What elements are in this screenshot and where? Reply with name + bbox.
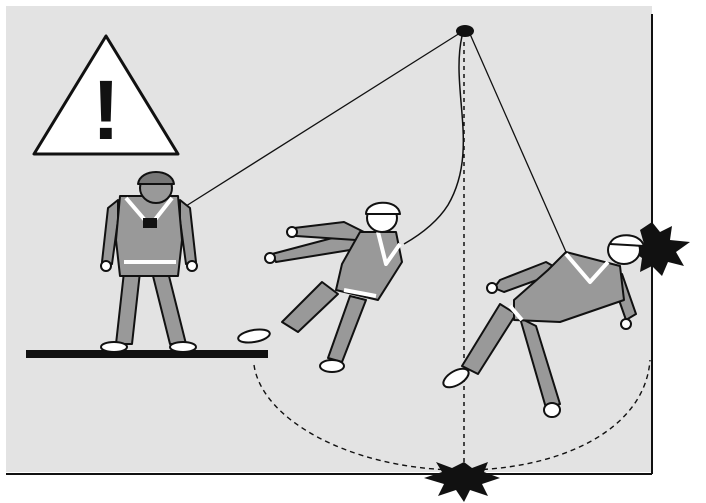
anchor-point-icon [456, 25, 474, 37]
ledge-platform [26, 350, 268, 358]
warning-symbol: ! [92, 63, 120, 157]
